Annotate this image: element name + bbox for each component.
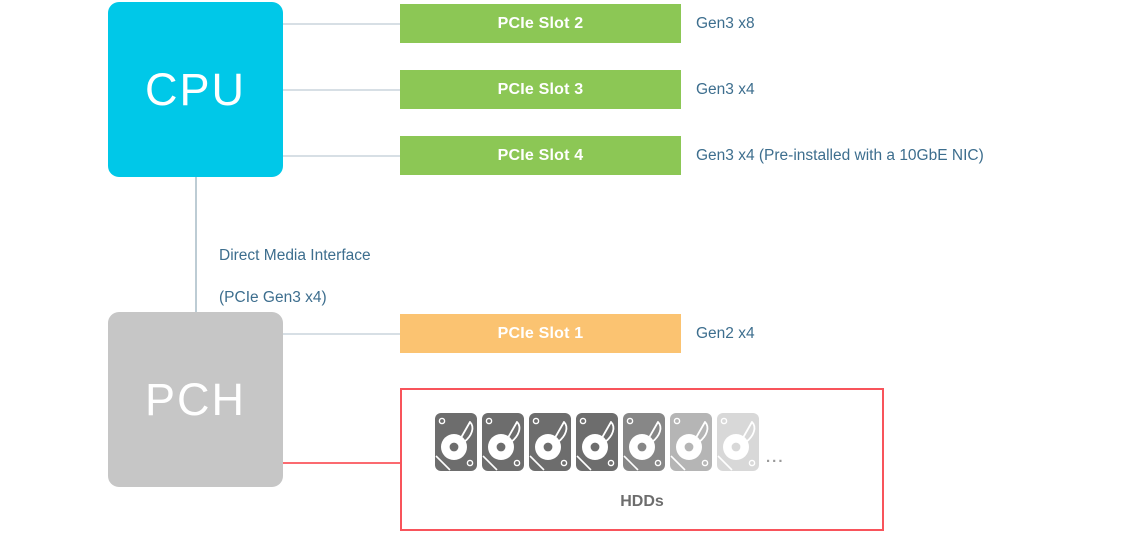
hard-disk-drive-icon bbox=[576, 413, 618, 471]
dmi-label-line2: (PCIe Gen3 x4) bbox=[219, 289, 327, 306]
connector-dmi-line bbox=[195, 177, 197, 313]
cpu-label: CPU bbox=[144, 64, 246, 115]
hdds-highlight-box: ... HDDs bbox=[400, 388, 884, 531]
pcie-slot-3-note: Gen3 x4 bbox=[696, 80, 755, 98]
cpu-block: CPU bbox=[108, 2, 283, 177]
hard-disk-drive-icon bbox=[623, 413, 665, 471]
connector-pch-hdds bbox=[283, 462, 402, 464]
pcie-slot-3-label: PCIe Slot 3 bbox=[497, 80, 584, 98]
slot-row-pcie-slot-2: PCIe Slot 2 Gen3 x8 bbox=[400, 4, 755, 43]
connector-cpu-slot4 bbox=[283, 155, 401, 157]
slot-row-pcie-slot-4: PCIe Slot 4 Gen3 x4 (Pre-installed with … bbox=[400, 136, 984, 175]
hard-disk-drive-icon bbox=[717, 413, 759, 471]
pcie-slot-4-box[interactable]: PCIe Slot 4 bbox=[400, 136, 681, 175]
slot-row-pcie-slot-1: PCIe Slot 1 Gen2 x4 bbox=[400, 314, 755, 353]
slot-row-pcie-slot-3: PCIe Slot 3 Gen3 x4 bbox=[400, 70, 755, 109]
pch-block: PCH bbox=[108, 312, 283, 487]
connector-cpu-slot2 bbox=[283, 23, 401, 25]
pcie-slot-3-box[interactable]: PCIe Slot 3 bbox=[400, 70, 681, 109]
pcie-slot-2-box[interactable]: PCIe Slot 2 bbox=[400, 4, 681, 43]
connector-cpu-slot3 bbox=[283, 89, 401, 91]
pcie-slot-4-note: Gen3 x4 (Pre-installed with a 10GbE NIC) bbox=[696, 146, 984, 164]
hdd-icon-strip: ... bbox=[434, 412, 785, 472]
dmi-label: Direct Media Interface (PCIe Gen3 x4) bbox=[219, 224, 371, 329]
hdds-caption: HDDs bbox=[620, 493, 664, 510]
pcie-slot-2-note: Gen3 x8 bbox=[696, 14, 755, 32]
hdd-more-ellipsis: ... bbox=[766, 449, 785, 466]
dmi-label-line1: Direct Media Interface bbox=[219, 247, 371, 264]
hard-disk-drive-icon bbox=[435, 413, 477, 471]
hard-disk-drive-icon bbox=[482, 413, 524, 471]
pcie-slot-1-box[interactable]: PCIe Slot 1 bbox=[400, 314, 681, 353]
hard-disk-drive-icon bbox=[529, 413, 571, 471]
connector-pch-slot1 bbox=[283, 333, 401, 335]
hard-disk-drive-icon bbox=[670, 413, 712, 471]
pcie-slot-4-label: PCIe Slot 4 bbox=[497, 146, 584, 164]
pcie-slot-1-label: PCIe Slot 1 bbox=[497, 324, 584, 342]
pcie-slot-2-label: PCIe Slot 2 bbox=[497, 14, 584, 32]
pcie-slot-1-note: Gen2 x4 bbox=[696, 324, 755, 342]
pch-label: PCH bbox=[144, 374, 246, 425]
